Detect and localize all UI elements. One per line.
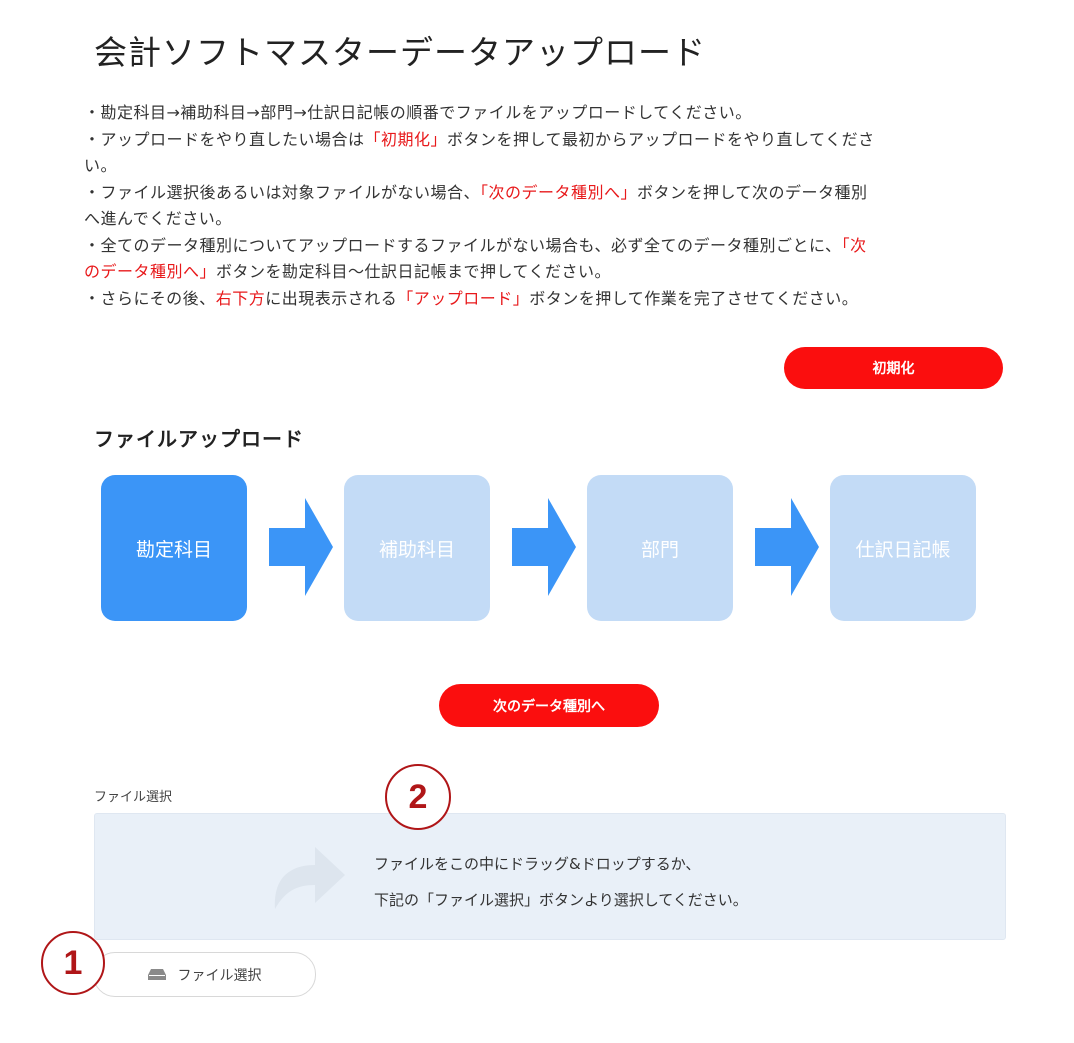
instruction-text: に出現表示される (265, 288, 398, 308)
dropzone-line-1: ファイルをこの中にドラッグ&ドロップするか、 (374, 855, 701, 873)
arrow-right-icon (755, 498, 819, 596)
callout-marker-2: 2 (385, 764, 451, 830)
drive-icon (147, 969, 166, 980)
instructions: ・勘定科目→補助科目→部門→仕訳日記帳の順番でファイルをアップロードしてください… (84, 100, 1004, 312)
instruction-highlight: 「次 (841, 235, 867, 255)
arrow-right-icon (269, 498, 333, 596)
file-dropzone[interactable]: ファイルをこの中にドラッグ&ドロップするか、 下記の「ファイル選択」ボタンより選… (94, 813, 1006, 940)
instruction-text: ・さらにその後、 (84, 288, 216, 308)
instruction-text: ・アップロードをやり直したい場合は (84, 129, 365, 149)
instruction-highlight: のデータ種別へ」 (84, 262, 217, 281)
instruction-highlight: 「次のデータ種別へ」 (480, 182, 638, 202)
instruction-highlight: 右下方 (215, 288, 266, 308)
instruction-line-4: ・ファイル選択後あるいは対象ファイルがない場合、「次のデータ種別へ」ボタンを押し… (84, 180, 1004, 207)
instruction-line-3: い。 (84, 156, 118, 175)
next-data-type-button[interactable]: 次のデータ種別へ (439, 684, 659, 727)
dropzone-instructions: ファイルをこの中にドラッグ&ドロップするか、 下記の「ファイル選択」ボタンより選… (374, 846, 748, 918)
arrow-right-icon (512, 498, 576, 596)
upload-section-title: ファイルアップロード (94, 427, 304, 451)
instruction-text: ボタンを勘定科目〜仕訳日記帳まで押してください。 (216, 262, 612, 281)
instruction-line-5: へ進んでください。 (84, 209, 232, 228)
instruction-highlight: 「アップロード」 (397, 288, 530, 308)
instruction-text: ・ファイル選択後あるいは対象ファイルがない場合、 (84, 182, 481, 202)
instruction-line-8: ・さらにその後、右下方に出現表示される「アップロード」ボタンを押して作業を完了さ… (84, 286, 1004, 313)
dropzone-line-2: 下記の「ファイル選択」ボタンより選択してください。 (374, 891, 748, 909)
instruction-text: ボタンを押して最初からアップロードをやり直してくださ (447, 129, 875, 149)
callout-marker-1: 1 (41, 931, 105, 995)
file-select-label: ファイル選択 (94, 790, 173, 805)
step-journal: 仕訳日記帳 (830, 475, 976, 621)
page-title: 会計ソフトマスターデータアップロード (94, 33, 706, 72)
file-select-button[interactable]: ファイル選択 (93, 952, 316, 997)
instruction-text: ・全てのデータ種別についてアップロードするファイルがない場合も、必ず全てのデータ… (84, 235, 842, 255)
instruction-line-7: のデータ種別へ」ボタンを勘定科目〜仕訳日記帳まで押してください。 (84, 259, 1004, 286)
instruction-line-2: ・アップロードをやり直したい場合は「初期化」ボタンを押して最初からアップロードを… (84, 127, 1004, 154)
instruction-highlight: 「初期化」 (364, 129, 448, 149)
step-account: 勘定科目 (101, 475, 247, 621)
instruction-line-1: ・勘定科目→補助科目→部門→仕訳日記帳の順番でファイルをアップロードしてください… (84, 103, 752, 122)
share-arrow-icon (274, 847, 345, 909)
instruction-text: ボタンを押して作業を完了させてください。 (529, 288, 859, 308)
instruction-line-6: ・全てのデータ種別についてアップロードするファイルがない場合も、必ず全てのデータ… (84, 233, 1004, 260)
instruction-text: ボタンを押して次のデータ種別 (637, 182, 868, 202)
step-department: 部門 (587, 475, 733, 621)
step-sub-account: 補助科目 (344, 475, 490, 621)
reset-button[interactable]: 初期化 (784, 347, 1003, 389)
file-select-button-label: ファイル選択 (177, 967, 262, 984)
